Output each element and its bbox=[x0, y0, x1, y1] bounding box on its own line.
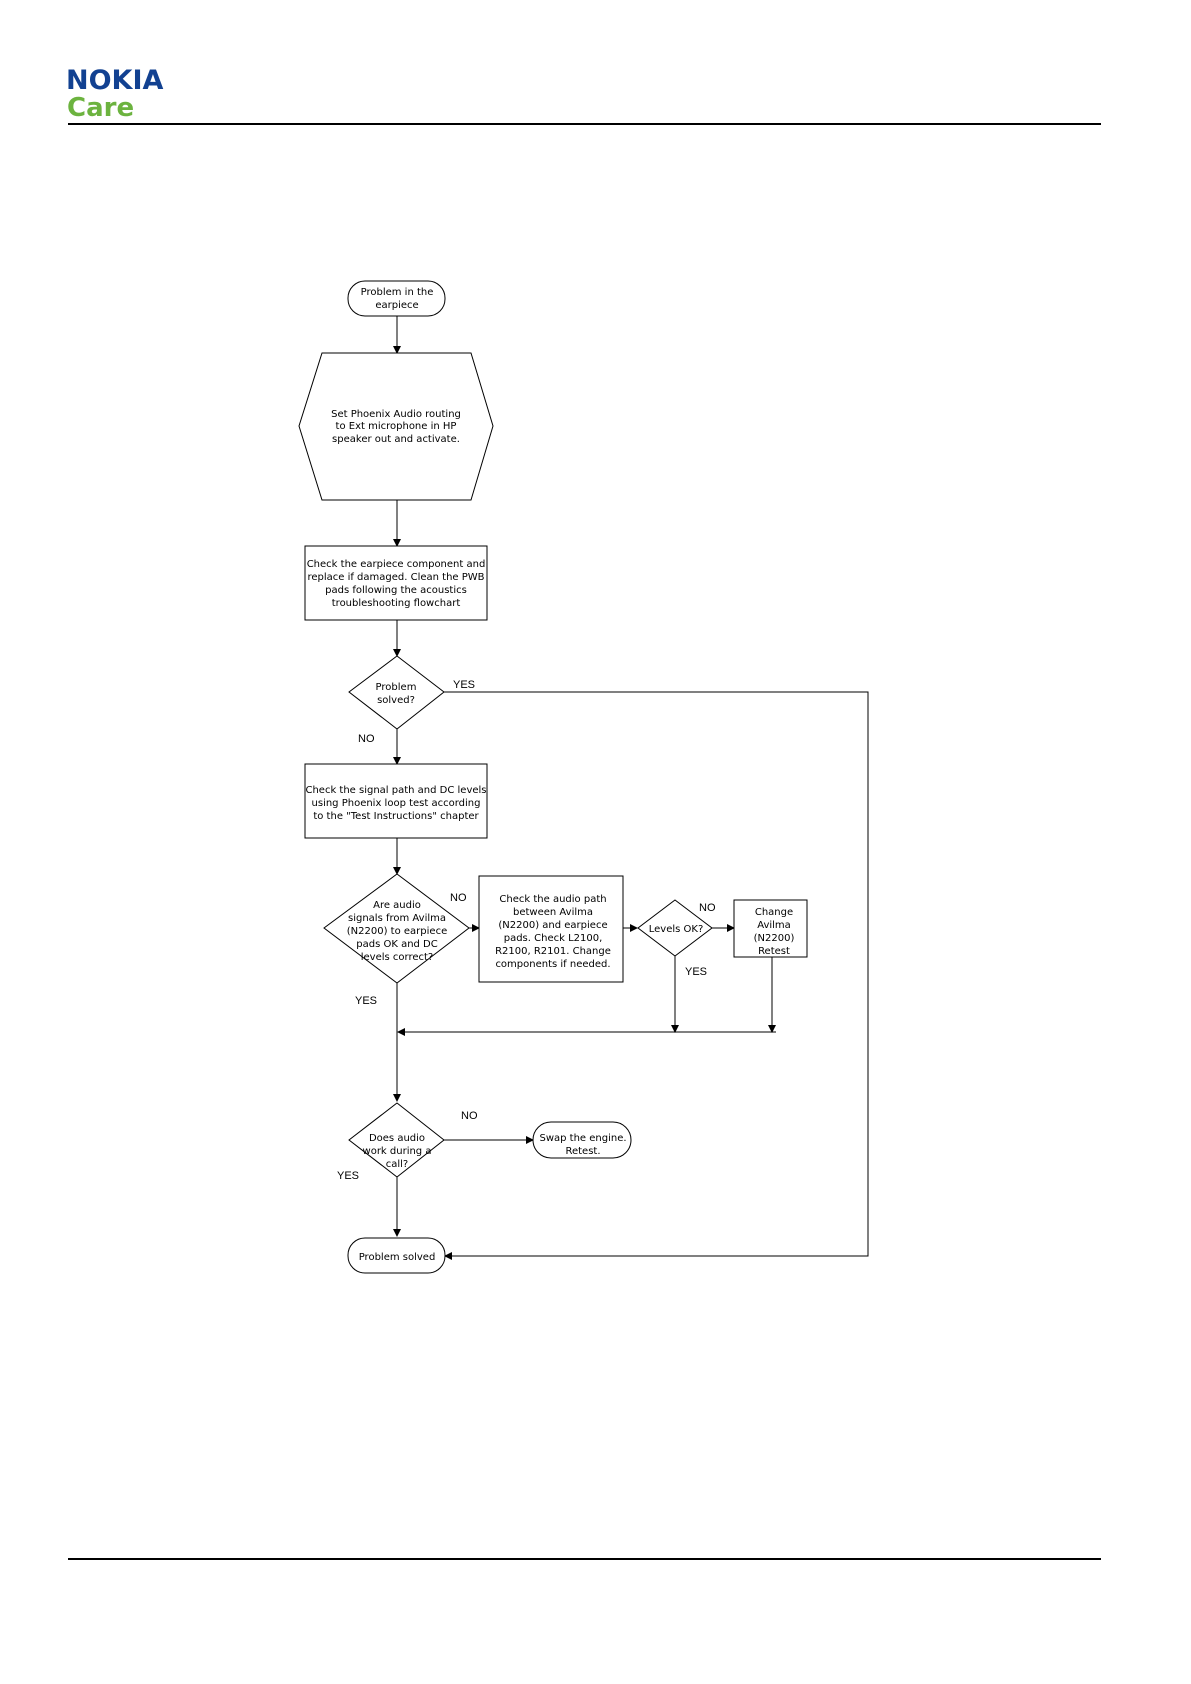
levels-decision bbox=[637, 899, 713, 957]
start-terminator bbox=[347, 280, 446, 317]
levels-text: Levels OK? bbox=[649, 924, 704, 935]
label-yes-audio: YES bbox=[355, 995, 377, 1007]
label-yes-solved: YES bbox=[453, 679, 475, 691]
footer-rule bbox=[68, 1558, 1101, 1560]
end-text: Problem solved bbox=[359, 1252, 436, 1263]
label-yes-call: YES bbox=[337, 1170, 359, 1182]
swap-engine-text: Swap the engine.Retest. bbox=[539, 1133, 626, 1157]
header-rule bbox=[68, 123, 1101, 125]
solved-decision bbox=[348, 655, 445, 730]
audio-path-step bbox=[478, 875, 624, 983]
swap-engine-terminator bbox=[532, 1121, 632, 1159]
label-no-audio: NO bbox=[450, 892, 467, 904]
nokia-care-logo: NOKIA Care bbox=[66, 66, 206, 126]
label-no-call: NO bbox=[461, 1110, 478, 1122]
end-terminator bbox=[347, 1237, 446, 1274]
label-yes-levels: YES bbox=[685, 966, 707, 978]
label-no-levels: NO bbox=[699, 902, 716, 914]
label-no-solved: NO bbox=[358, 733, 375, 745]
logo-nokia-text: NOKIA bbox=[66, 65, 164, 96]
routing-step bbox=[298, 352, 494, 501]
connector-yes-solved bbox=[444, 691, 869, 1260]
call-decision bbox=[348, 1102, 445, 1178]
signal-path-step bbox=[304, 763, 488, 839]
earpiece-check-step bbox=[304, 545, 488, 621]
logo-care-text: Care bbox=[67, 93, 135, 123]
change-avilma-step bbox=[733, 899, 808, 958]
audio-signals-decision bbox=[323, 873, 470, 984]
